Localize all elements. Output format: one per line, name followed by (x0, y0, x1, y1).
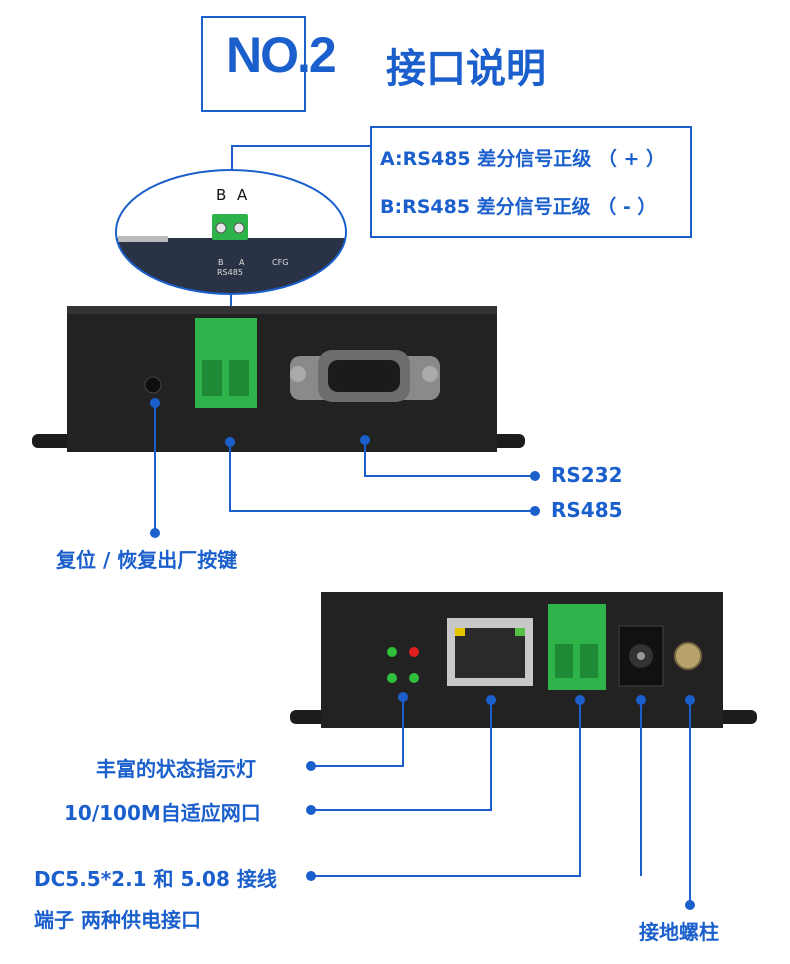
ethernet-label: 10/100M自适应网口 (64, 801, 261, 825)
title-number-box (201, 16, 306, 112)
reset-button (144, 376, 162, 394)
page-title: 接口说明 (386, 46, 546, 92)
silk-rs485: RS485 (217, 268, 243, 277)
terminal-a-description: A:RS485 差分信号正级 （ + ） (380, 148, 666, 170)
ground-stud (674, 642, 702, 670)
ground-label: 接地螺柱 (639, 920, 719, 944)
info-leader-line (231, 145, 370, 175)
section-number: NO.2 (226, 27, 337, 83)
terminal-info-box (370, 126, 692, 238)
rs485-label: RS485 (551, 498, 623, 522)
silk-b: B (218, 258, 224, 267)
front-mount-left (32, 434, 77, 448)
led-2 (409, 647, 419, 657)
rs232-label: RS232 (551, 463, 623, 487)
terminal-zoom-view (116, 170, 346, 294)
led-3 (387, 673, 397, 683)
terminal-b-description: B:RS485 差分信号正级 （ - ） (380, 196, 657, 218)
rear-mount-right (712, 710, 757, 724)
reset-label: 复位 / 恢复出厂按键 (56, 548, 238, 572)
zoom-label-a: A (237, 186, 248, 204)
silk-a: A (239, 258, 245, 267)
power-label-line2: 端子 两种供电接口 (34, 908, 201, 932)
silk-cfg: CFG (272, 258, 289, 267)
led-label: 丰富的状态指示灯 (96, 757, 256, 781)
led-1 (387, 647, 397, 657)
zoom-label-b: B (216, 186, 227, 204)
power-label-line1: DC5.5*2.1 和 5.08 接线 (34, 867, 277, 891)
led-4 (409, 673, 419, 683)
